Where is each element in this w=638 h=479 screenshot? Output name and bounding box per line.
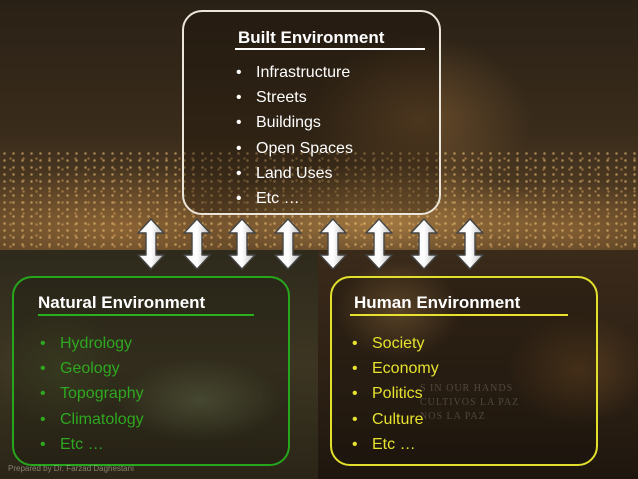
double-vertical-arrow-icon [455,218,484,270]
list-item: Etc … [40,432,144,457]
list-item: Topography [40,381,144,406]
mural-text: S IN OUR HANDS CULTIVOS LA PAZ NOS LA PA… [420,382,560,424]
natural-environment-list: Hydrology Geology Topography Climatology… [40,331,144,457]
built-environment-title: Built Environment [238,28,385,47]
list-item: Climatology [40,407,144,432]
credit-text: Prepared by Dr. Farzad Daghestani [8,464,134,473]
list-item: Infrastructure [236,60,353,85]
double-vertical-arrow-icon [228,218,256,270]
built-environment-list: Infrastructure Streets Buildings Open Sp… [236,60,353,211]
natural-environment-title: Natural Environment [38,293,206,312]
double-vertical-arrow-icon [137,218,165,270]
double-vertical-arrow-icon [410,218,438,270]
built-title-underline [235,48,425,50]
list-item: Society [352,331,439,356]
arrow-row [0,218,638,270]
list-item: Politics [352,381,439,406]
list-item: Streets [236,85,353,110]
human-environment-list: Society Economy Politics Culture Etc … [352,331,439,457]
list-item: Geology [40,356,144,381]
double-vertical-arrow-icon [364,218,393,270]
list-item: Land Uses [236,161,353,186]
list-item: Etc … [236,186,353,211]
natural-title-underline [38,314,254,316]
double-vertical-arrow-icon [182,218,211,270]
mural-text-line: CULTIVOS LA PAZ [420,397,520,408]
list-item: Buildings [236,110,353,135]
human-environment-title: Human Environment [354,293,521,312]
double-vertical-arrow-icon [273,218,302,270]
human-title-underline [350,314,568,316]
list-item: Culture [352,407,439,432]
list-item: Open Spaces [236,136,353,161]
list-item: Etc … [352,432,439,457]
mural-text-line: NOS LA PAZ [420,411,486,422]
list-item: Hydrology [40,331,144,356]
list-item: Economy [352,356,439,381]
double-vertical-arrow-icon [319,218,347,270]
mural-text-line: S IN OUR HANDS [420,383,514,394]
